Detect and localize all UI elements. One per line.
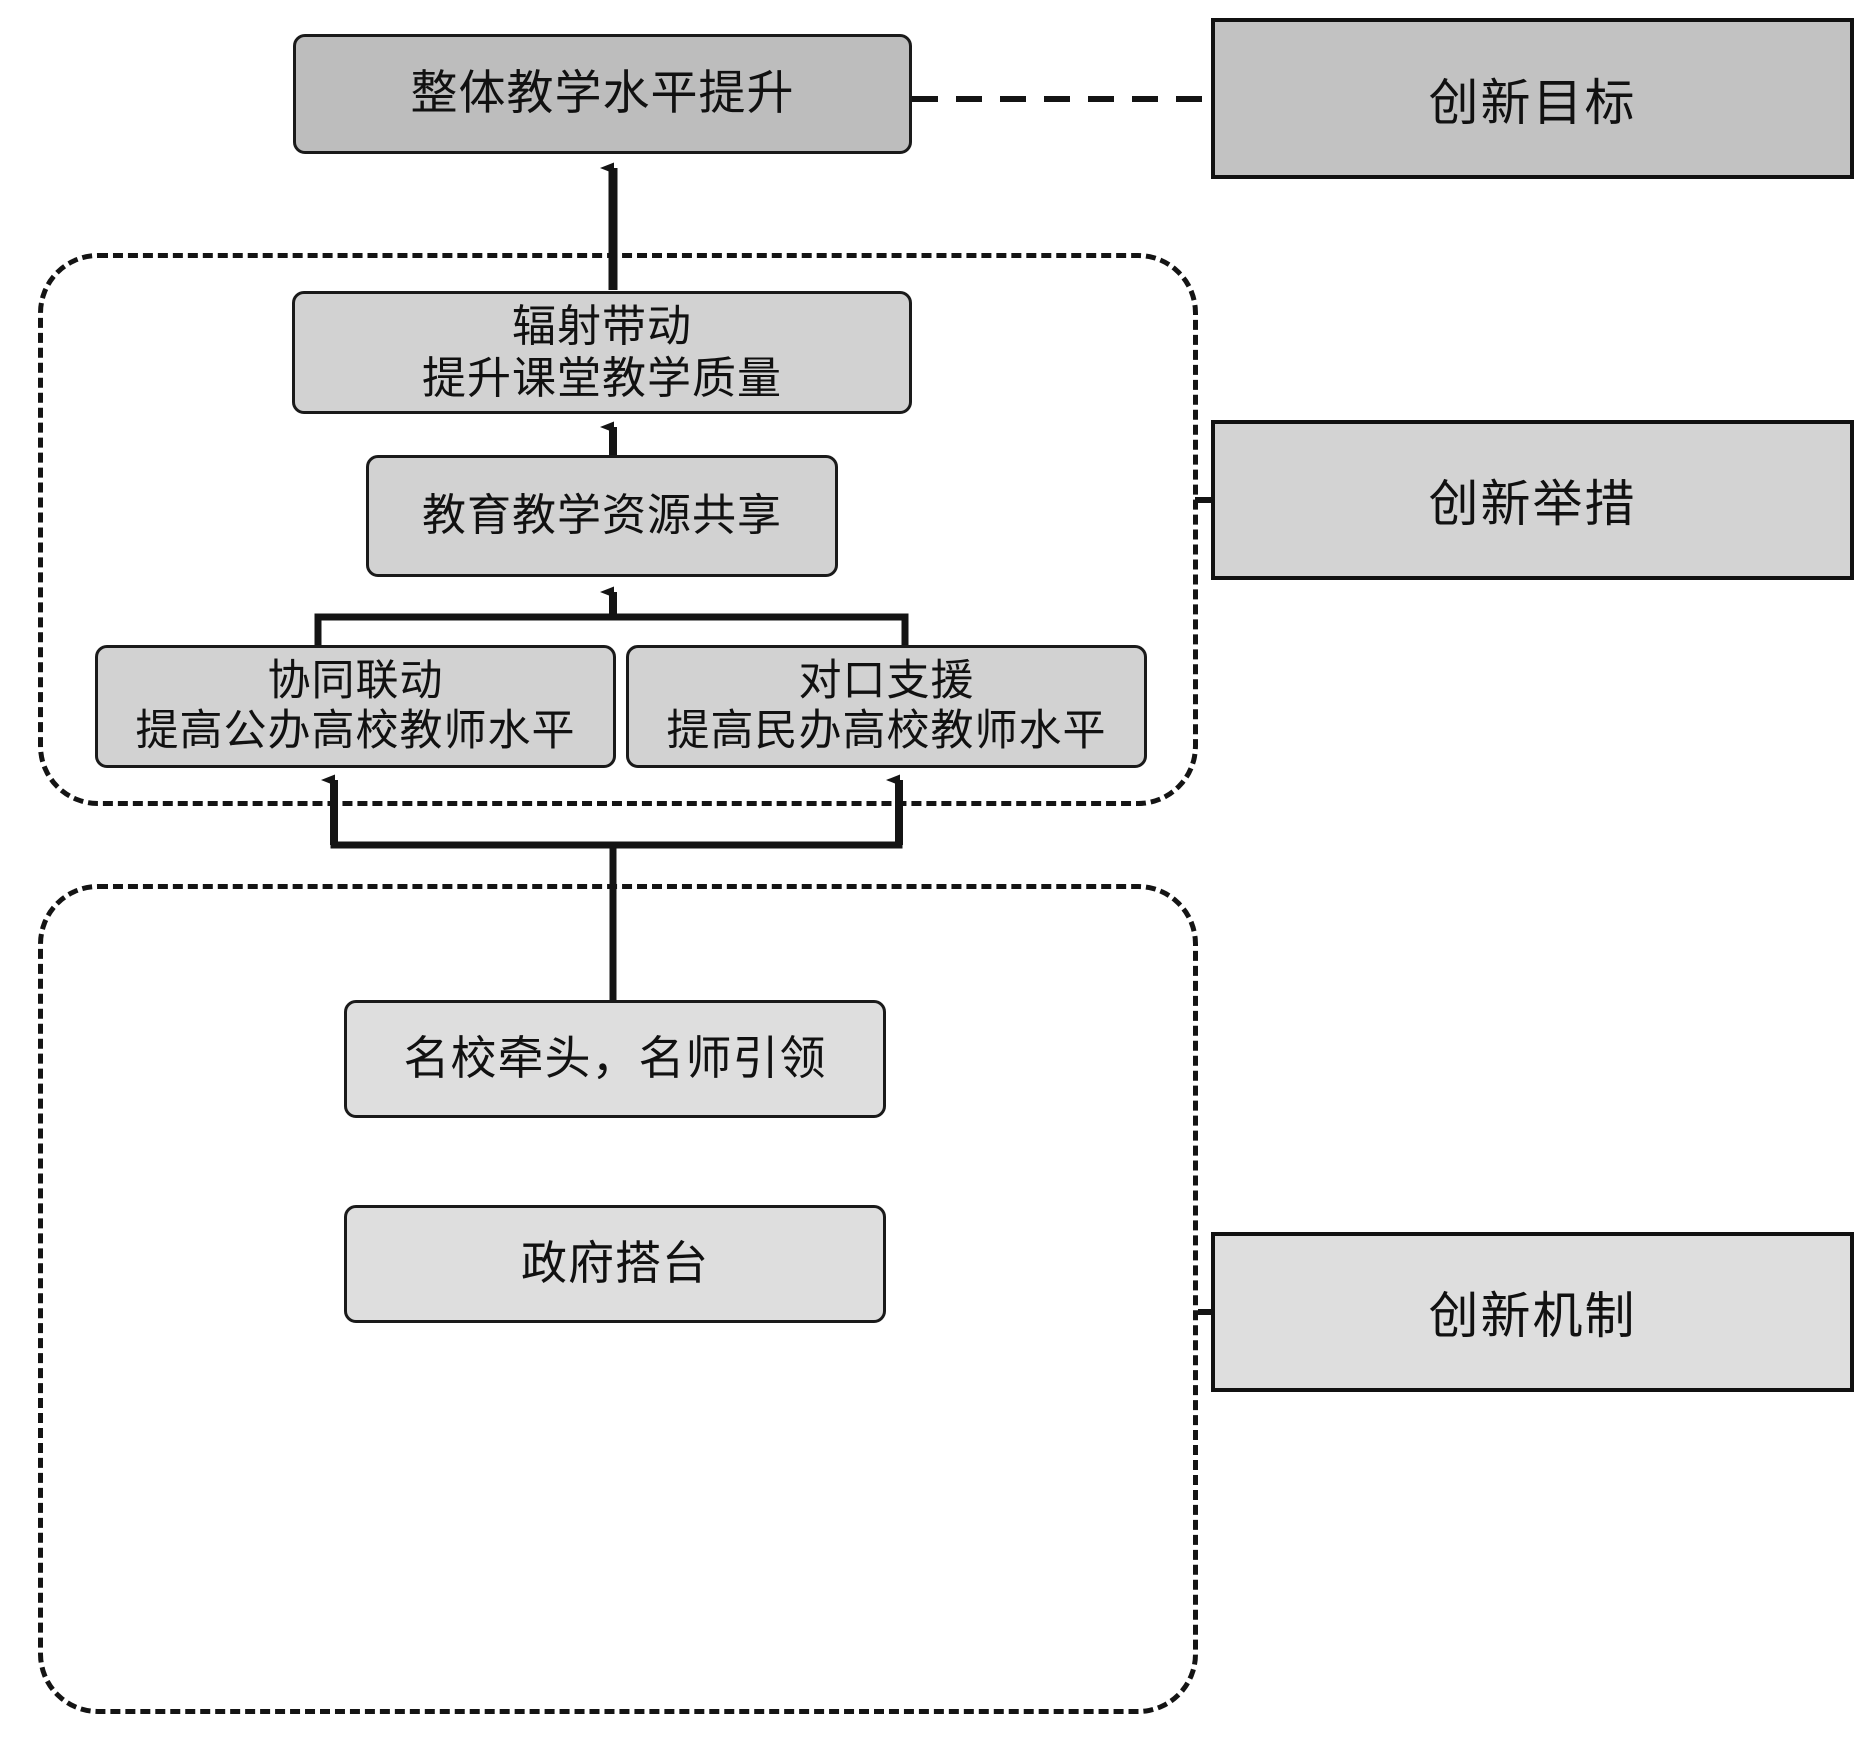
side-label-innovation-measures[interactable]: 创新举措 <box>1211 420 1854 580</box>
node-public-university-collaboration[interactable]: 协同联动 提高公办高校教师水平 <box>95 645 616 768</box>
node-radiate-drive[interactable]: 辐射带动 提升课堂教学质量 <box>292 291 912 414</box>
node-government-platform[interactable]: 政府搭台 <box>344 1205 886 1323</box>
side-label-innovation-goal[interactable]: 创新目标 <box>1211 18 1854 179</box>
node-resource-sharing[interactable]: 教育教学资源共享 <box>366 455 838 577</box>
mechanism-group-container <box>38 884 1198 1714</box>
side-label-innovation-mechanism[interactable]: 创新机制 <box>1211 1232 1854 1392</box>
node-private-university-support[interactable]: 对口支援 提高民办高校教师水平 <box>626 645 1147 768</box>
node-overall-teaching-level[interactable]: 整体教学水平提升 <box>293 34 912 154</box>
measures-group-container <box>38 253 1198 806</box>
node-school-led-teacher-guided[interactable]: 名校牵头，名师引领 <box>344 1000 886 1118</box>
